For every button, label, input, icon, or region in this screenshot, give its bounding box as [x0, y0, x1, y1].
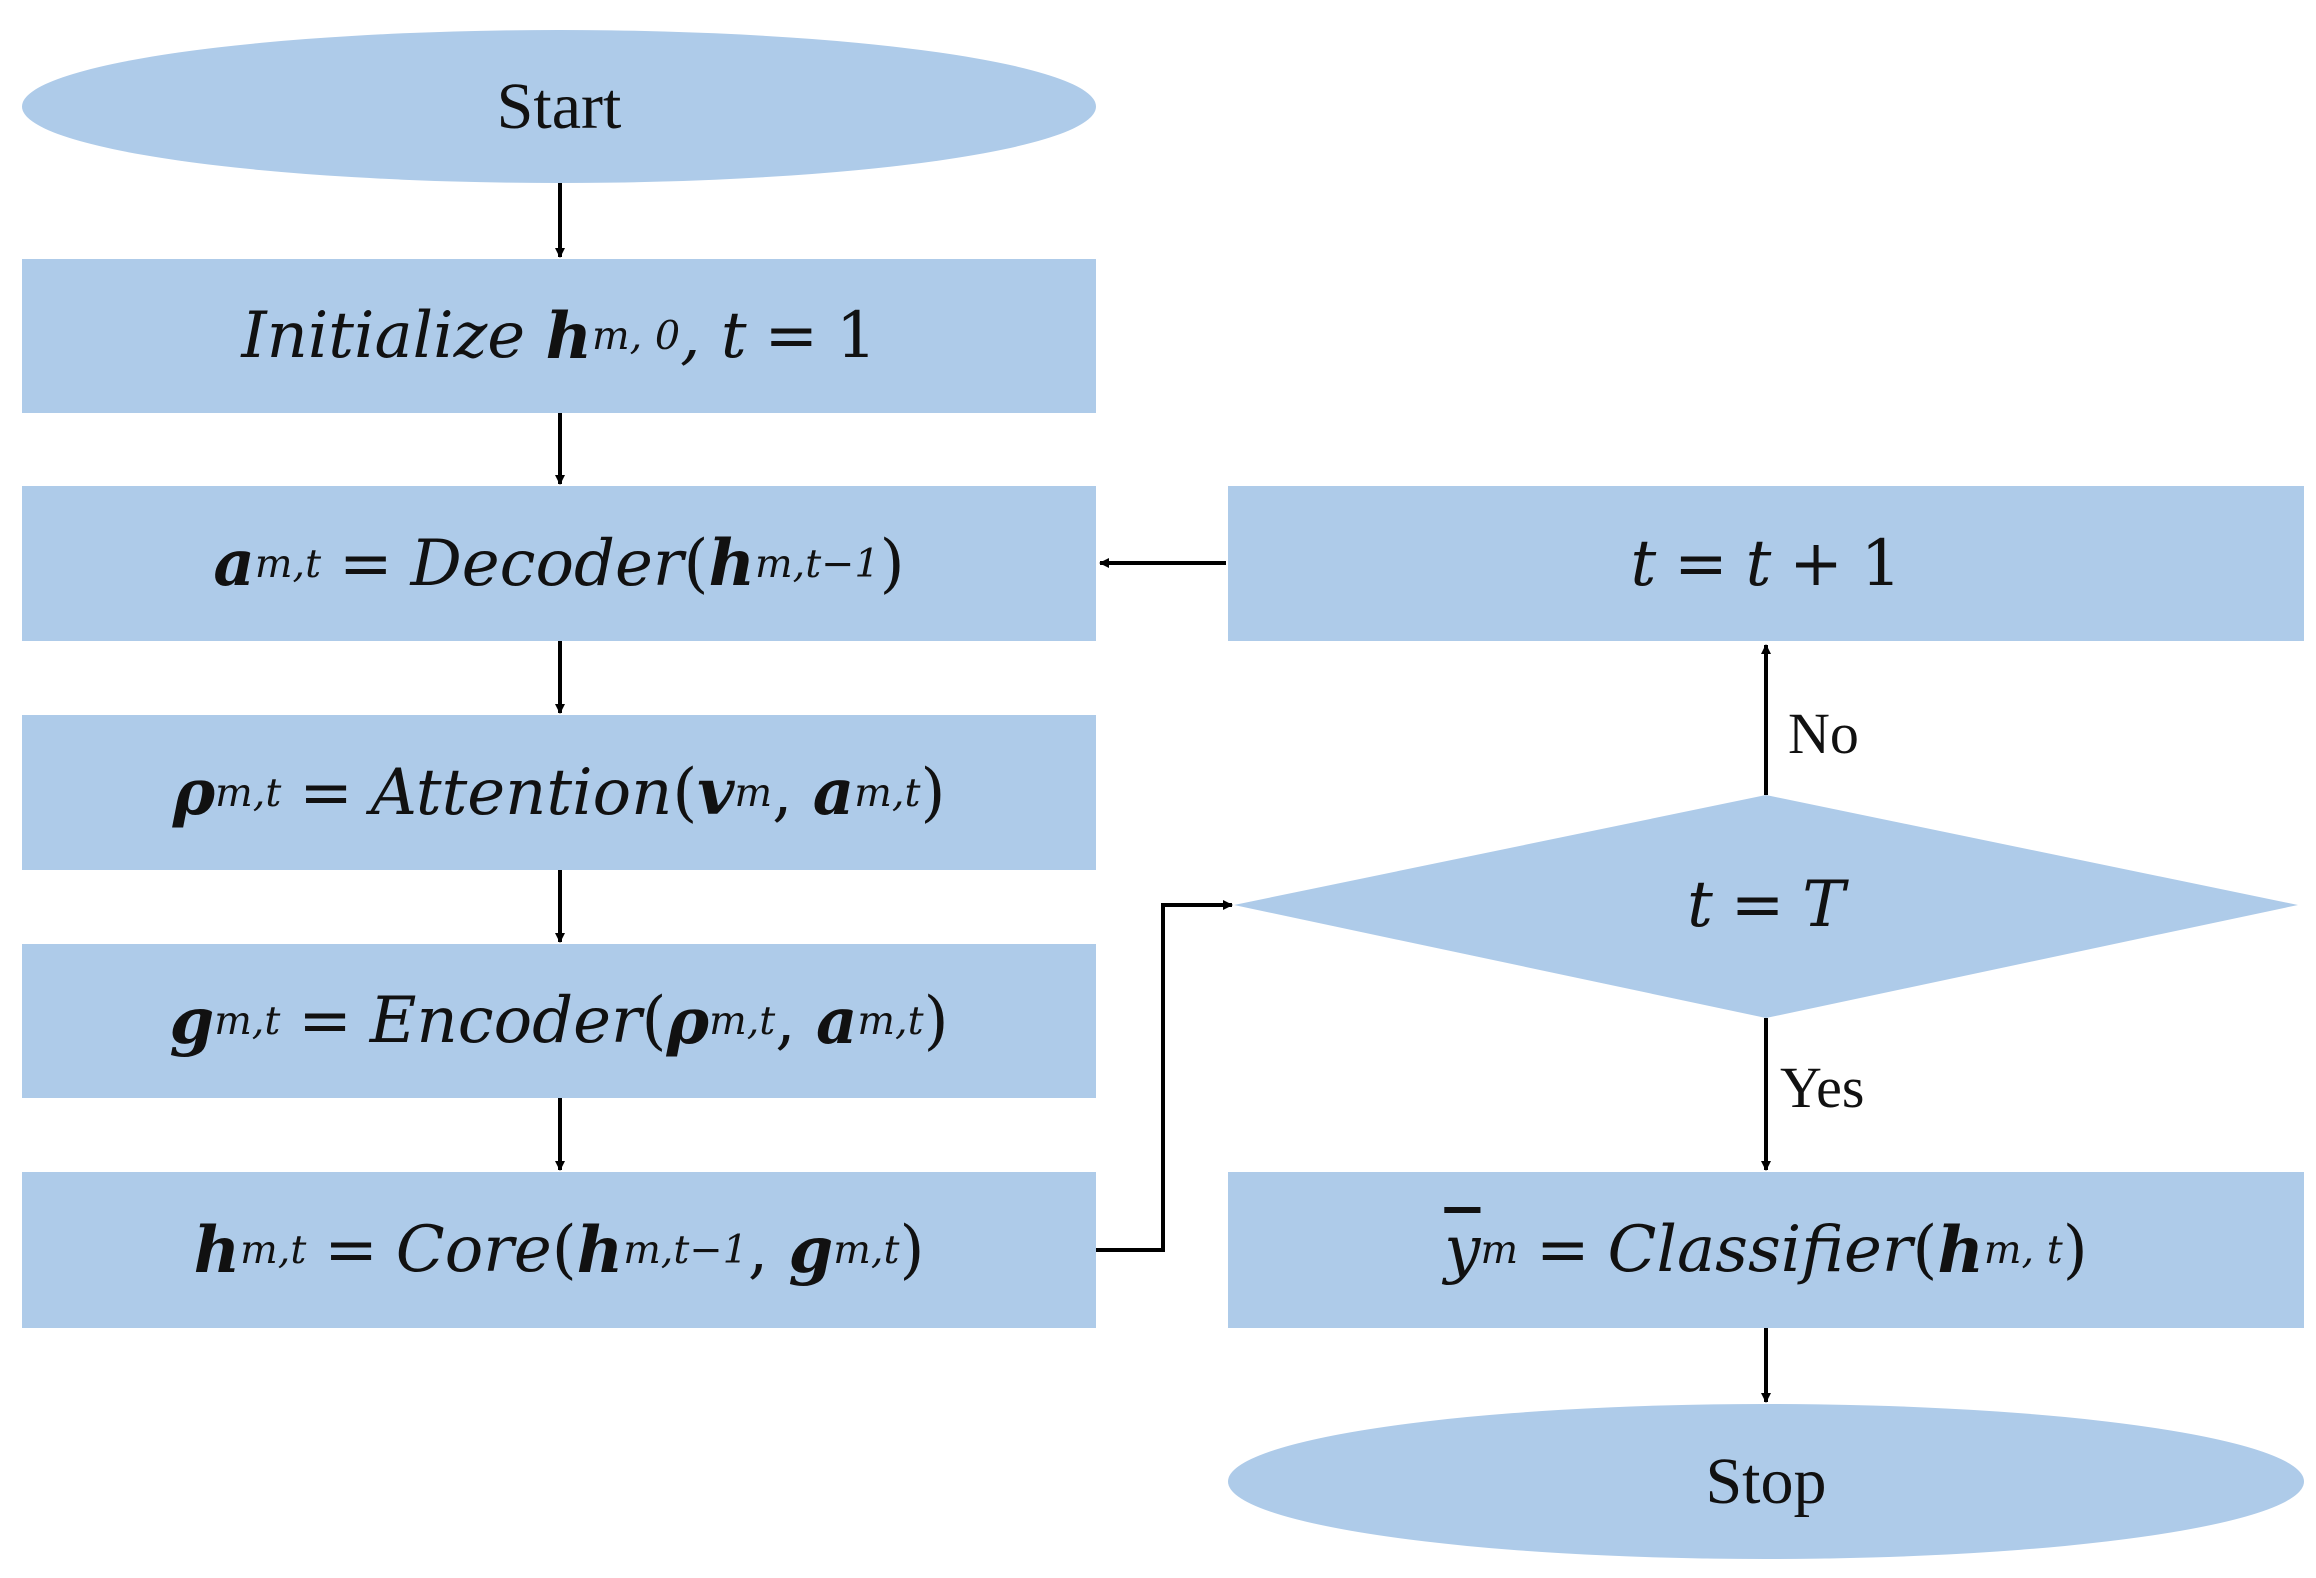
decoder-arg-symbol: h [708, 526, 755, 601]
decision-label: t=T [1534, 845, 1998, 965]
attention-separator: , [772, 755, 793, 830]
core-lhs-subscript: m,t [240, 1227, 307, 1273]
attention-lhs-symbol: ρ [172, 755, 216, 830]
encoder-arg2-subscript: m,t [857, 998, 924, 1044]
classifier-lhs-symbol: y [1444, 1213, 1481, 1287]
encoder-arg2-symbol: a [815, 983, 858, 1059]
attention-open-paren: ( [672, 755, 698, 830]
encoder-arg1-subscript: m,t [709, 998, 776, 1044]
decoder-lhs-subscript: m,t [254, 540, 322, 587]
decision-lhs: t [1687, 868, 1713, 942]
classifier-equals: = [1535, 1213, 1590, 1287]
init-h-symbol: h [545, 298, 593, 374]
decision-equals: = [1730, 868, 1785, 942]
encoder-lhs-symbol: g [169, 983, 215, 1059]
edge-label-yes: Yes [1780, 1055, 1865, 1120]
increment-equals: = [1674, 526, 1728, 601]
classifier-lhs-subscript: m [1480, 1227, 1519, 1273]
attention-lhs-subscript: m,t [215, 769, 282, 816]
decoder-lhs-symbol: a [213, 526, 255, 601]
core-open-paren: ( [551, 1213, 577, 1287]
classifier-arg-subscript: m, t [1983, 1227, 2063, 1273]
attention-arg1-subscript: m [734, 769, 773, 816]
init-equals: = [764, 299, 819, 373]
classifier-arg-symbol: h [1937, 1212, 1984, 1288]
encoder-open-paren: ( [641, 984, 667, 1058]
decoder-function-name: Decoder [410, 526, 684, 601]
core-separator: , [747, 1213, 769, 1287]
increment-lhs: t [1630, 526, 1657, 601]
core-arg2-symbol: g [788, 1212, 834, 1288]
edge-label-no: No [1788, 701, 1859, 766]
attention-arg2-symbol: a [812, 755, 855, 830]
decoder-arg-subscript: m,t−1 [754, 540, 880, 587]
encoder-function-name: Encoder [369, 984, 642, 1058]
increment-rhs-t: t [1745, 526, 1772, 601]
core-arg1-subscript: m,t−1 [623, 1227, 748, 1273]
attention-function-name: Attention [370, 755, 673, 830]
core-function-name: Core [395, 1213, 552, 1287]
core-equals: = [324, 1213, 378, 1287]
encoder-separator: , [775, 984, 796, 1058]
encoder-lhs-subscript: m,t [214, 998, 281, 1044]
increment-process: t=t+1 [1228, 486, 2304, 641]
classifier-close-paren: ) [2062, 1213, 2088, 1287]
core-close-paren: ) [899, 1213, 925, 1287]
encoder-equals: = [298, 984, 352, 1058]
core-arg2-subscript: m,t [833, 1227, 900, 1273]
decision-rhs: T [1802, 868, 1845, 942]
arrow-core-to-decision [1096, 900, 1233, 1252]
encoder-close-paren: ) [923, 984, 949, 1058]
stop-label: Stop [1705, 1444, 1827, 1518]
init-h-subscript: m, 0 [592, 313, 681, 359]
init-t-symbol: , t [680, 299, 747, 373]
classifier-function-name: Classifier [1607, 1213, 1913, 1287]
attention-arg2-subscript: m,t [854, 769, 921, 816]
stop-terminator: Stop [1228, 1404, 2304, 1559]
decoder-close-paren: ) [879, 526, 905, 601]
decoder-open-paren: ( [683, 526, 709, 601]
increment-one: 1 [1860, 526, 1902, 601]
attention-close-paren: ) [920, 755, 946, 830]
encoder-arg1-symbol: ρ [666, 983, 710, 1059]
core-lhs-symbol: h [193, 1212, 241, 1288]
classifier-open-paren: ( [1912, 1213, 1938, 1287]
start-label: Start [496, 69, 622, 143]
attention-equals: = [299, 755, 353, 830]
core-arg1-symbol: h [576, 1212, 624, 1288]
start-terminator: Start [22, 30, 1096, 183]
decoder-equals: = [338, 526, 393, 601]
initialize-label: Initialize [241, 299, 526, 373]
init-value: 1 [835, 299, 877, 373]
increment-plus: + [1789, 526, 1843, 601]
attention-arg1-symbol: v [697, 755, 735, 830]
decision-diamond [1234, 795, 2298, 1018]
